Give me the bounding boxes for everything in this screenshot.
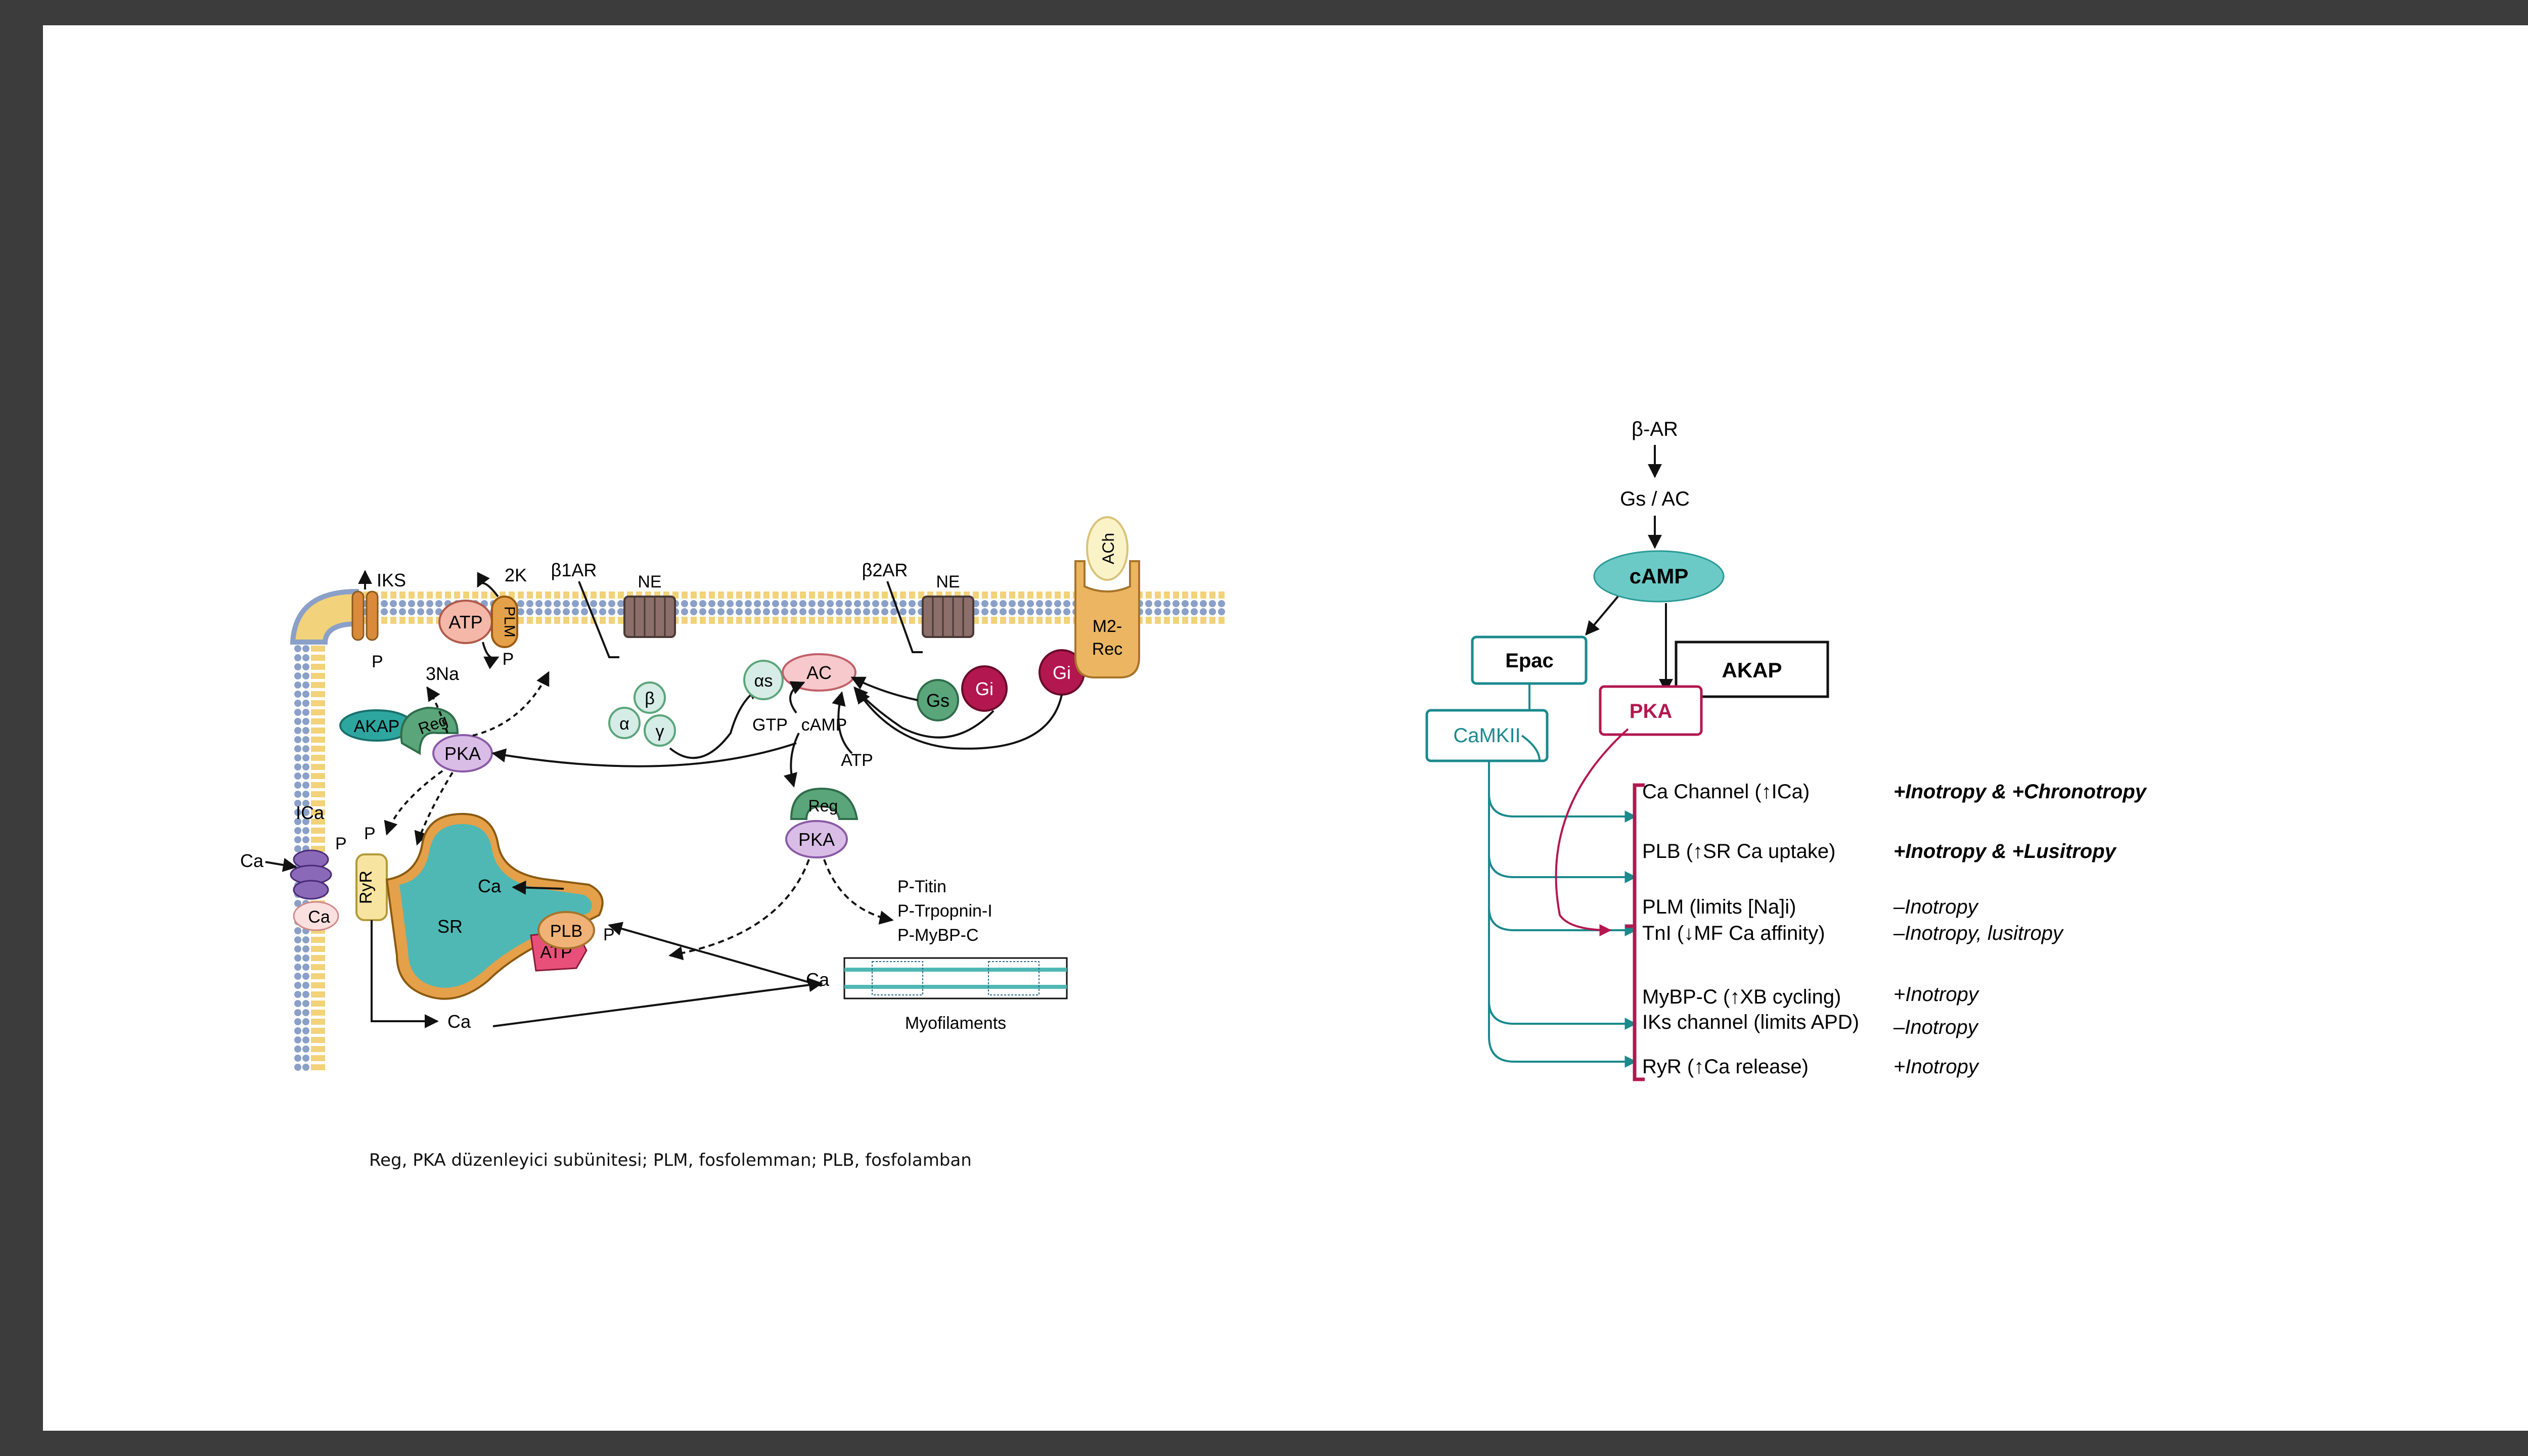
ac-label: AC (806, 662, 832, 683)
g-beta-label: β (645, 689, 655, 708)
target-label-ca-channel: Ca Channel (↑ICa) (1642, 781, 1810, 803)
gs-ac-label: Gs / AC (1620, 488, 1690, 510)
rec-label: Rec (1092, 640, 1122, 659)
alpha-s-label: αs (754, 671, 773, 691)
p-b-label: P (364, 824, 376, 843)
gi1-label: Gi (975, 678, 994, 699)
camkii-label: CaMKII (1453, 724, 1520, 747)
pka-box (1599, 685, 1703, 736)
pump-atp-label: ATP (448, 612, 482, 632)
na-k-pump: ATP PLM 2K 3Na P (426, 565, 527, 684)
effect-tni: –Inotropy, lusitropy (1893, 922, 2064, 944)
membrane-corner (290, 588, 359, 645)
plb-p-label: P (603, 925, 615, 944)
ca-in-label: Ca (240, 850, 264, 871)
target-label-plm: PLM (limits [Na]i) (1642, 896, 1796, 918)
target-list: Ca Channel (↑ICa) PLB (↑SR Ca uptake) PL… (1642, 781, 1859, 1078)
g-alpha-label: α (619, 714, 629, 734)
beta1-receptor: β1AR NE β α γ (551, 560, 762, 759)
plb-label: PLB (550, 922, 582, 941)
pka-label: PKA (1630, 700, 1672, 722)
adenylyl-cyclase: αs AC GTP cAMP ATP (743, 653, 873, 770)
effect-plb: +Inotropy & +Lusitropy (1893, 840, 2117, 862)
sr-label: SR (437, 916, 463, 937)
effect-ryr: +Inotropy (1893, 1056, 1980, 1078)
iks-label: IKS (377, 570, 406, 590)
effect-mybpc: +Inotropy (1893, 983, 1980, 1006)
m2-receptor: ACh M2- Rec (1074, 516, 1140, 678)
ca-right-label: Ca (806, 969, 830, 990)
myofilaments: Ca Myofilaments (492, 957, 1068, 1033)
beta2-receptor: β2AR NE Gs Gi Gi (850, 560, 1085, 750)
target-label-plb: PLB (↑SR Ca uptake) (1642, 840, 1835, 862)
ac-atp-label: ATP (841, 751, 873, 770)
gs-label: Gs (926, 690, 950, 711)
diagram-canvas: IKS P ATP PLM 2K 3Na P β1AR NE β (240, 418, 2147, 1081)
target-label-ryr: RyR (↑Ca release) (1642, 1056, 1809, 1078)
pka2-label: PKA (798, 829, 835, 850)
effect-plm: –Inotropy (1893, 896, 1979, 918)
camp-node-label: cAMP (1630, 564, 1689, 588)
epac-label: Epac (1505, 650, 1554, 672)
target-troponin: P-Trpopnin-I (897, 901, 992, 921)
reg2-label: Reg (808, 797, 838, 815)
plm-p-label: P (503, 650, 514, 669)
target-mybpc: P-MyBP-C (897, 926, 979, 945)
pka-arrow (1555, 728, 1629, 936)
cytosolic-pka: Reg PKA P-Titin P-Trpopnin-I P-MyBP-C (668, 733, 992, 961)
cardiomyocyte-diagram: IKS P ATP PLM 2K 3Na P β1AR NE β (240, 516, 1226, 1072)
target-label-iks: IKs channel (limits APD) (1642, 1011, 1859, 1033)
camkii-branches (1488, 735, 1637, 1068)
m2-label: M2- (1093, 617, 1122, 636)
camp-node (1593, 550, 1725, 603)
gtp-label: GTP (752, 715, 788, 735)
iks-channel: IKS P (351, 570, 406, 671)
plm-label: PLM (501, 606, 518, 638)
ryanodine-receptor: RyR Ca (355, 853, 471, 1032)
l-type-ca-channel: ICa Ca Ca P P (240, 802, 376, 931)
ca-bottom-label: Ca (447, 1011, 471, 1032)
gi2-label: Gi (1053, 662, 1071, 683)
target-label-tni: TnI (↓MF Ca affinity) (1642, 922, 1825, 944)
ne2-label: NE (936, 572, 960, 592)
camkii-box (1425, 709, 1549, 762)
b2ar-label: β2AR (862, 560, 908, 580)
pka1-label: PKA (444, 743, 481, 764)
ryr-label: RyR (356, 871, 376, 904)
effect-list: +Inotropy & +Chronotropy +Inotropy & +Lu… (1893, 781, 2147, 1078)
signaling-flowchart: β-AR Gs / AC cAMP Epac AKAP PKA CaMKII (1425, 418, 2147, 1081)
pka-bracket (1633, 783, 1645, 1081)
target-titin: P-Titin (897, 877, 946, 896)
akap-node-label: AKAP (1722, 658, 1782, 682)
ca-channel-label: Ca (308, 907, 330, 927)
na3-label: 3Na (426, 663, 460, 684)
sarcoplasmic-reticulum: Ca SR ATP PLB P (385, 812, 822, 1000)
ne1-label: NE (638, 572, 661, 592)
ach-label: ACh (1099, 533, 1117, 564)
effect-ca-channel: +Inotropy & +Chronotropy (1893, 781, 2147, 803)
b1ar-label: β1AR (551, 560, 597, 580)
iks-p-label: P (372, 652, 383, 671)
ica-label: ICa (296, 802, 325, 823)
slide: IKS P ATP PLM 2K 3Na P β1AR NE β (43, 25, 2528, 1431)
akap-pka-complex: AKAP Reg PKA (339, 671, 797, 846)
figure-caption: Reg, PKA düzenleyici subünitesi; PLM, fo… (369, 1150, 972, 1170)
target-label-mybpc: MyBP-C (↑XB cycling) (1642, 986, 1841, 1008)
sr-ca-label: Ca (478, 876, 502, 896)
k2-label: 2K (505, 565, 527, 585)
effect-iks: –Inotropy (1893, 1016, 1979, 1038)
p-a-label: P (335, 834, 347, 853)
membrane-left (293, 627, 325, 1072)
akap-label: AKAP (354, 717, 400, 736)
bar-label: β-AR (1632, 418, 1678, 440)
myofilaments-label: Myofilaments (905, 1014, 1006, 1033)
g-gamma-label: γ (656, 722, 664, 741)
